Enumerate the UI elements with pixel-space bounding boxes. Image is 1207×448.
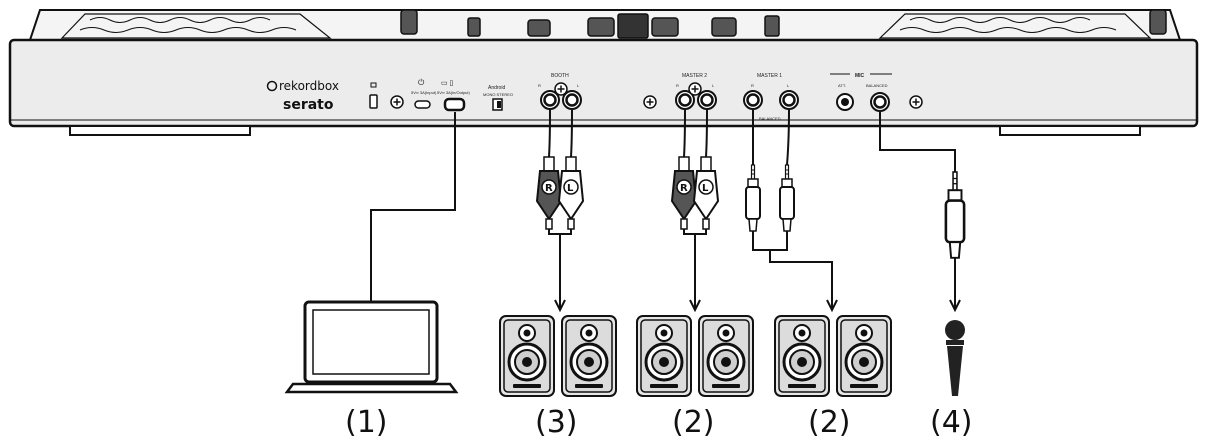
screw-icon (643, 95, 657, 109)
svg-text:R: R (751, 83, 754, 88)
brand-rekordbox: rekordbox (279, 79, 339, 93)
callout-master1: (2) (808, 405, 851, 440)
speaker-right (560, 314, 618, 398)
laptop-computer (284, 112, 459, 394)
svg-text:R: R (676, 83, 679, 88)
screw-icon (909, 95, 923, 109)
plug-r-label: R (545, 183, 553, 194)
master1-label: MASTER 1 (757, 73, 782, 79)
speaker-left (498, 314, 556, 398)
plug-l-label: L (567, 183, 574, 194)
callout-microphone: (4) (930, 405, 973, 440)
ground-screw-icon (688, 82, 702, 96)
booth-label: BOOTH (551, 73, 569, 79)
microphone-icon (945, 320, 965, 396)
power-plug-icon: ⏻ (418, 78, 425, 87)
usb-c-io-port (443, 97, 466, 112)
brand-serato: serato (283, 97, 334, 113)
screw-icon (390, 95, 404, 109)
mic-label: MIC (855, 73, 865, 79)
rekordbox-logo-icon (266, 80, 278, 92)
master1-trs-cable (745, 109, 838, 313)
svg-text:L: L (787, 83, 790, 88)
speaker-right (835, 314, 893, 398)
svg-text:L: L (577, 83, 580, 88)
master2-speaker-pair (635, 314, 755, 398)
controller-back-panel: rekordbox serato ⏻ 5V═ 3A(Input) ▭ ▯ 5V═… (8, 9, 1199, 136)
booth-speaker-pair (498, 314, 618, 398)
lock-icon (370, 82, 377, 88)
callout-laptop: (1) (345, 405, 388, 440)
port-5v-input-label: 5V═ 3A(Input) (411, 90, 437, 95)
android-label: Android (488, 85, 505, 91)
speaker-left (635, 314, 693, 398)
security-slot (369, 94, 378, 109)
plug-l-label: L (702, 183, 709, 194)
callout-booth: (3) (535, 405, 578, 440)
mic-trs-cable (879, 112, 966, 313)
port-5v-io-label: 5V═ 3A(In/Output) (437, 90, 471, 95)
booth-rca-cable: R L (536, 109, 584, 313)
master1-l-jack (778, 89, 800, 111)
callout-master2: (2) (672, 405, 715, 440)
laptop-phone-icon: ▭ ▯ (441, 80, 454, 87)
master2-label: MASTER 2 (682, 73, 707, 79)
master2-l-jack (696, 89, 718, 111)
att-label: ATT. (838, 83, 846, 88)
mic-jack (869, 91, 891, 113)
master1-balanced-label: BALANCED (759, 116, 781, 121)
usb-cable (370, 112, 456, 302)
svg-text:L: L (712, 83, 715, 88)
mono-stereo-label: MONO STEREO (483, 92, 513, 97)
speaker-right (697, 314, 755, 398)
svg-text:R: R (538, 83, 541, 88)
plug-r-label: R (680, 183, 688, 194)
master2-rca-cable: R L (671, 109, 719, 313)
master1-speaker-pair (773, 314, 893, 398)
speaker-left (773, 314, 831, 398)
usb-c-power-port (414, 100, 431, 109)
master1-r-jack (742, 89, 764, 111)
booth-l-jack (561, 89, 583, 111)
mic-balanced-label: BALANCED (866, 83, 888, 88)
